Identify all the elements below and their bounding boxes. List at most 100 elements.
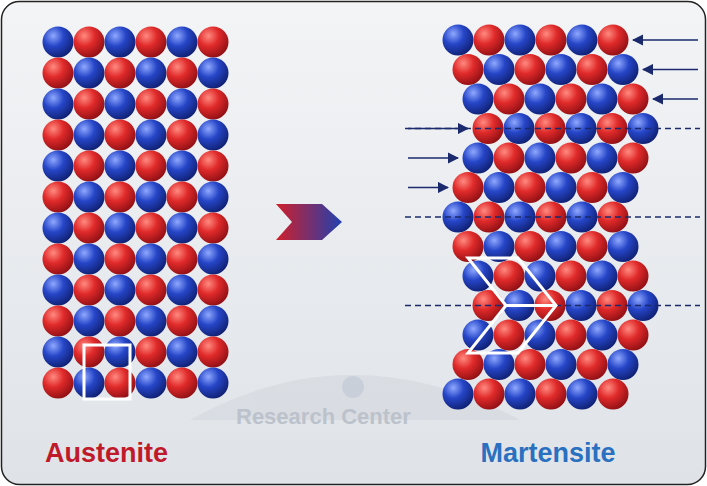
atom [105,213,136,244]
atom [43,58,74,89]
atom [43,213,74,244]
atom [546,172,577,203]
atom [587,261,618,292]
atom [598,25,629,56]
watermark: Research Center [236,404,411,430]
atom [515,54,546,85]
atom [167,58,198,89]
atom [484,54,515,85]
atom [167,306,198,337]
atom [598,379,629,410]
atom [105,306,136,337]
atom [43,89,74,120]
atom [167,151,198,182]
atom [608,172,639,203]
atom [43,368,74,399]
twin-boundaries [405,129,700,306]
atom [577,172,608,203]
atom [577,349,608,380]
atom [515,172,546,203]
atom [608,231,639,262]
shear-arrow [653,98,698,100]
transform-arrow [276,204,342,240]
atom [608,349,639,380]
atom [167,89,198,120]
atom [43,151,74,182]
atom [74,337,105,368]
atom [136,275,167,306]
atom [198,368,229,399]
atom [167,182,198,213]
atom [577,54,608,85]
atom [167,120,198,151]
atom [198,213,229,244]
atom [43,120,74,151]
atom [105,275,136,306]
atom [74,182,105,213]
atom [198,58,229,89]
atom [74,213,105,244]
atom [43,27,74,58]
atom [484,172,515,203]
atom [567,202,598,233]
atom [167,368,198,399]
atom [494,143,525,174]
atom [474,25,505,56]
atom [136,182,167,213]
atom [198,151,229,182]
atom [167,337,198,368]
atom [167,244,198,275]
atom [136,337,167,368]
atom [463,261,494,292]
atom [136,151,167,182]
atom [608,54,639,85]
atom [505,379,536,410]
atom [567,379,598,410]
atom [74,27,105,58]
atom [494,320,525,351]
atom [167,213,198,244]
atom [618,84,649,115]
atom [136,306,167,337]
atom [43,244,74,275]
atom [167,275,198,306]
atom [105,27,136,58]
atom [74,244,105,275]
shear-arrow [408,128,468,130]
atom [453,54,484,85]
atom [167,27,198,58]
atom [546,231,577,262]
atom [43,182,74,213]
atom [136,27,167,58]
shear-arrows [408,40,698,188]
atom [443,379,474,410]
atom [597,113,628,144]
phase-label: Martensite [480,438,615,469]
atom [525,84,556,115]
atom [463,320,494,351]
atom [43,275,74,306]
atom [105,120,136,151]
atom [577,231,608,262]
shear-arrow [408,157,458,159]
atom [494,84,525,115]
shear-arrow [408,187,448,189]
atom [74,306,105,337]
atom [525,143,556,174]
atom [556,320,587,351]
atom [198,337,229,368]
atom [198,275,229,306]
atom [43,306,74,337]
atom [74,120,105,151]
atom [536,379,567,410]
atom [556,84,587,115]
atom [618,143,649,174]
atom [136,58,167,89]
atom [105,58,136,89]
atom [136,213,167,244]
atom [505,25,536,56]
atom [136,120,167,151]
atom [463,84,494,115]
